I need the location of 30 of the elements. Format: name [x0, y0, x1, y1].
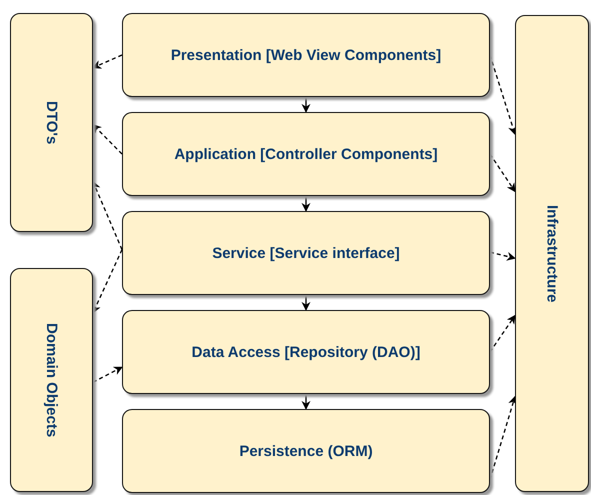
dashed-arrow — [92, 180, 123, 250]
layer-side-box — [515, 15, 589, 492]
arrow — [302, 394, 310, 410]
layer-label: Domain Objects — [43, 322, 60, 438]
layer-box — [122, 409, 490, 493]
dashed-arrow — [489, 396, 517, 480]
dashed-arrow — [490, 252, 516, 261]
dashed-arrow — [489, 314, 516, 352]
dashed-arrow — [92, 366, 123, 383]
layer-side-box — [10, 268, 93, 492]
arrow — [302, 196, 310, 212]
dashed-arrow — [489, 54, 517, 136]
layer-label: Application [Controller Components] — [174, 146, 438, 162]
dashed-arrow — [92, 249, 123, 314]
arrow — [302, 97, 310, 113]
layer-box — [122, 13, 490, 97]
layer-label: Persistence (ORM) — [239, 442, 373, 460]
dashed-arrow — [489, 154, 516, 192]
layer-label: Presentation [Web View Components] — [170, 46, 442, 64]
layer-box — [122, 112, 490, 196]
layer-label: Service [Service interface] — [212, 244, 400, 262]
layer-box — [122, 310, 490, 394]
layer-label: DTO's — [43, 100, 60, 144]
layer-side-box — [10, 13, 93, 232]
layer-label: Data Access [Repository (DAO)] — [192, 344, 420, 360]
arrow — [302, 295, 310, 311]
dashed-arrow — [92, 54, 122, 69]
layer-label: Infrastructure — [544, 204, 560, 302]
layer-box — [122, 211, 490, 295]
dashed-arrow — [92, 124, 122, 154]
